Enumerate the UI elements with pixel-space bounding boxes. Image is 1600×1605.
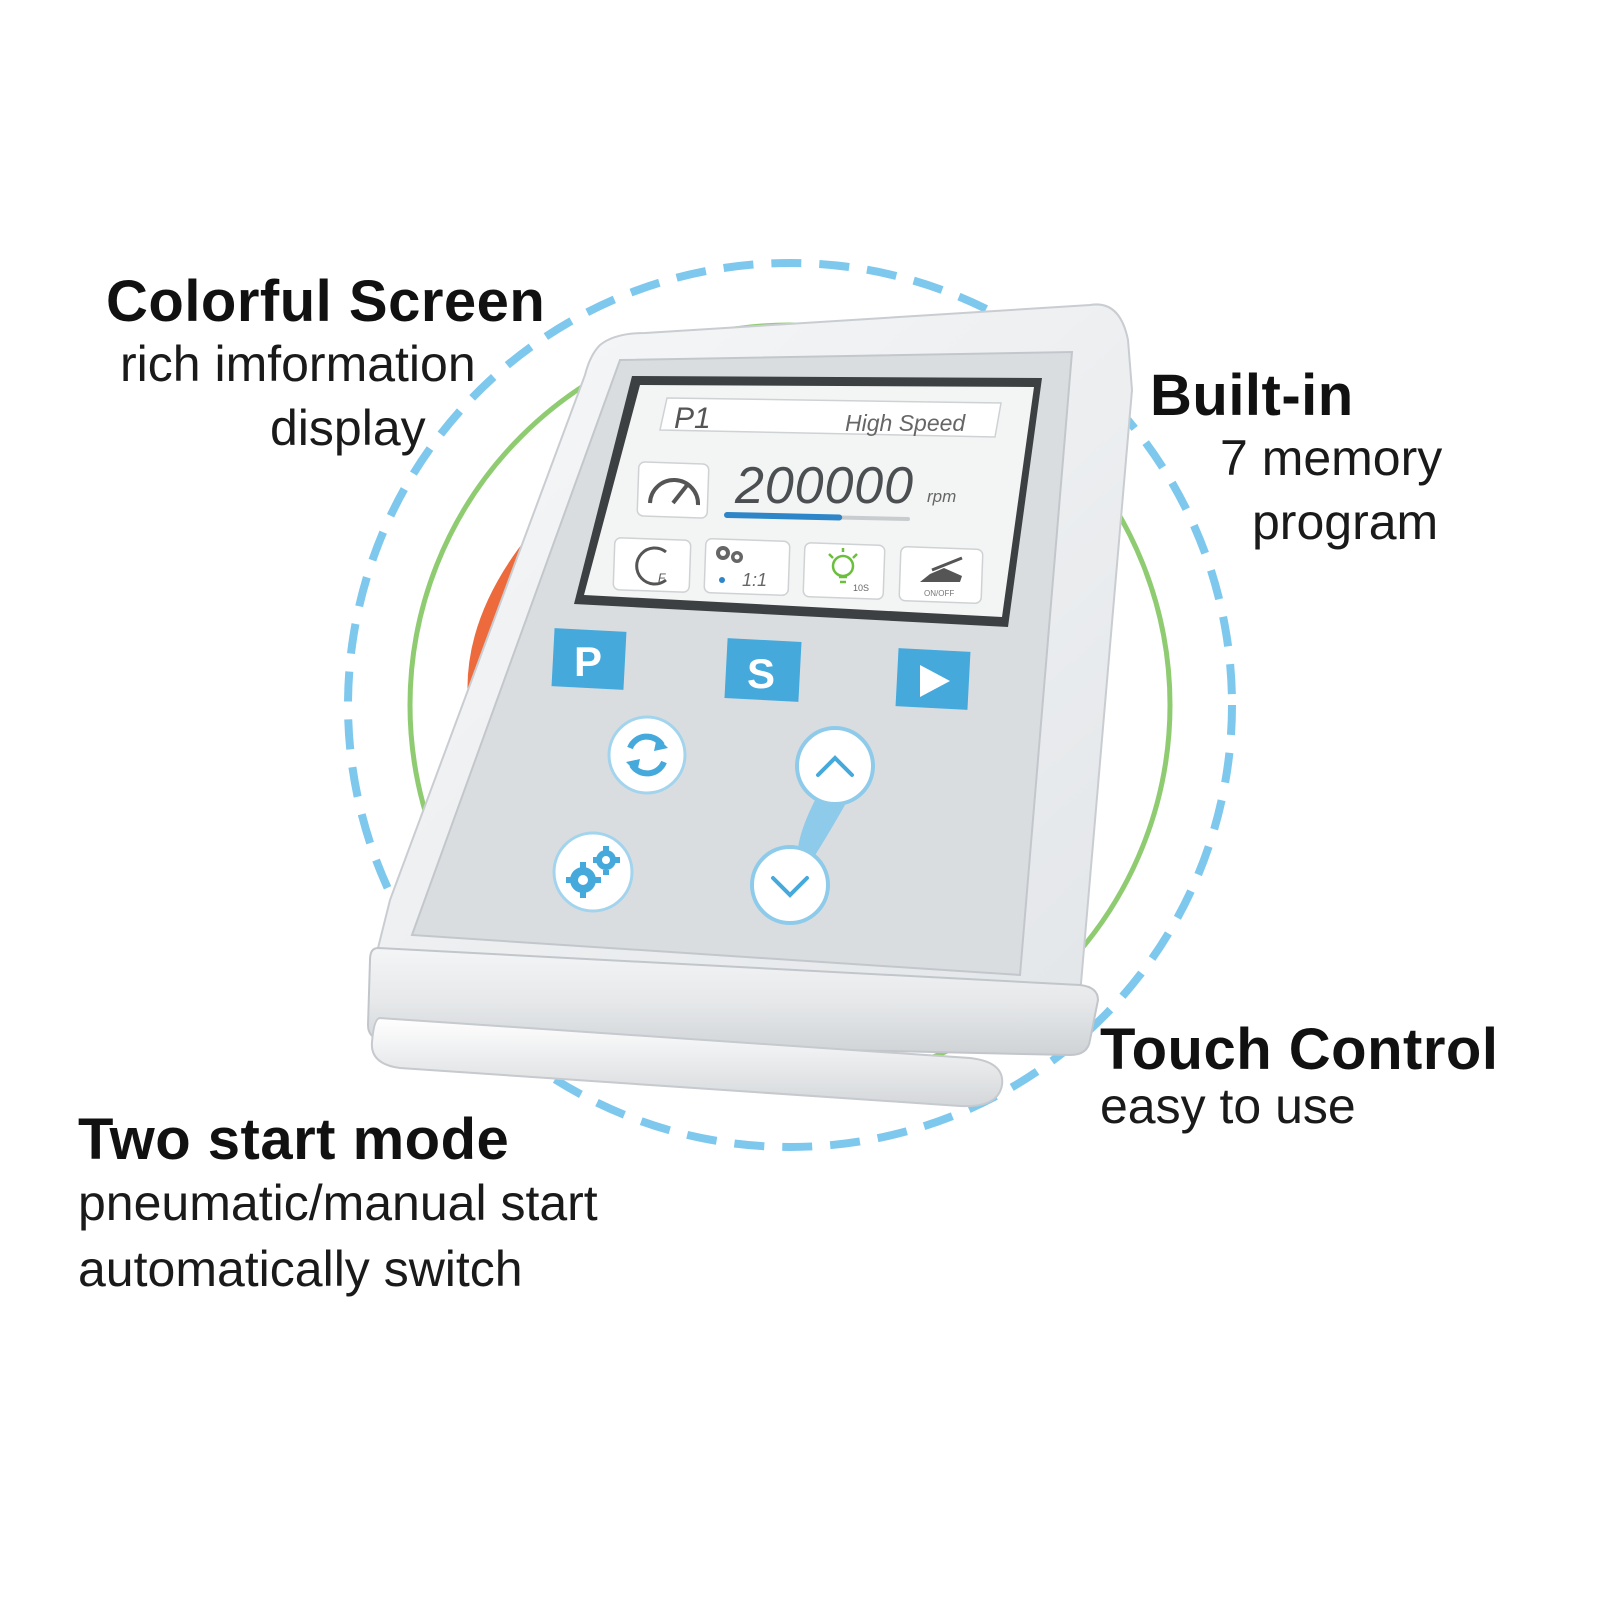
gears-ratio-icon <box>716 546 743 563</box>
speedometer-icon <box>648 478 701 506</box>
light-duration-label: 10S <box>853 583 869 593</box>
direction-label: F <box>658 571 666 585</box>
ratio-label: 1:1 <box>742 570 767 590</box>
callout-line: display <box>270 400 426 456</box>
callout-two-start-mode: Two start mode pneumatic/manual start au… <box>78 1110 598 1302</box>
chevron-up-icon <box>816 755 854 777</box>
ring-dashed <box>344 259 1236 1151</box>
callout-built-in: Built-in 7 memory program <box>1150 366 1442 554</box>
speedometer-tile <box>636 461 710 519</box>
chevron-down-icon <box>771 876 809 898</box>
speed-up-button[interactable] <box>795 726 875 806</box>
callout-title: Two start mode <box>78 1107 510 1172</box>
callout-line: rich imformation <box>120 336 476 392</box>
play-icon <box>920 665 950 697</box>
callout-colorful-screen: Colorful Screen rich imformation display <box>106 272 545 460</box>
callout-description: easy to use <box>1100 1080 1498 1132</box>
callout-description: rich imformation display <box>120 332 545 460</box>
direction-tile: F <box>612 537 692 593</box>
device-base <box>366 946 1100 1057</box>
callout-line: 7 memory <box>1220 430 1443 486</box>
callout-title: Colorful Screen <box>106 269 546 334</box>
callout-description: 7 memory program <box>1150 426 1442 554</box>
callout-line: easy to use <box>1100 1078 1356 1134</box>
callout-line: program <box>1252 494 1439 550</box>
rotation-direction-icon <box>635 546 667 586</box>
program-button[interactable]: P <box>551 628 627 690</box>
gears-icon <box>566 846 620 898</box>
callout-description: pneumatic/manual start automatically swi… <box>78 1170 598 1302</box>
callout-line: pneumatic/manual start <box>78 1175 598 1231</box>
setup-button-label: S <box>747 650 775 697</box>
screen-status-bar <box>659 397 1002 438</box>
program-button-label: P <box>574 638 602 685</box>
callout-touch-control: Touch Control easy to use <box>1100 1017 1499 1133</box>
speed-adjust-control <box>797 800 845 860</box>
callout-title: Built-in <box>1150 363 1354 428</box>
pedal-tile: ON/OFF <box>898 546 984 604</box>
speed-down-button[interactable] <box>750 845 830 925</box>
gear-ratio-tile: 1:1 <box>703 538 791 596</box>
callout-title: Touch Control <box>1100 1017 1499 1082</box>
speed-value: 200000 <box>734 457 913 515</box>
speed-unit: rpm <box>927 487 956 506</box>
mode-label: High Speed <box>845 410 966 436</box>
base-roller <box>370 1016 1004 1108</box>
setup-button[interactable]: S <box>724 638 802 702</box>
light-bulb-icon <box>828 548 858 584</box>
program-label: P1 <box>674 402 711 435</box>
pedal-label: ON/OFF <box>924 589 954 598</box>
foot-pedal-icon <box>920 568 962 582</box>
light-tile: 10S <box>802 542 886 600</box>
speed-level-bar <box>724 512 843 521</box>
ratio-indicator-dot <box>719 577 725 583</box>
run-button[interactable] <box>895 648 971 710</box>
reverse-button[interactable] <box>607 715 687 795</box>
settings-button[interactable] <box>552 831 634 913</box>
callout-line: automatically switch <box>78 1241 523 1297</box>
